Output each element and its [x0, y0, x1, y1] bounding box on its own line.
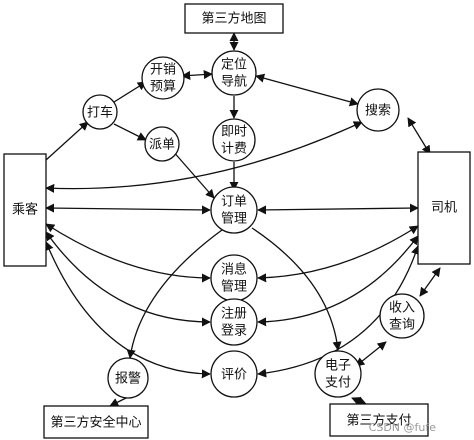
edge-msg-driver	[257, 225, 419, 283]
svg-text:查询: 查询	[389, 318, 415, 333]
node-dispatch: 派单	[144, 126, 180, 162]
edge-nav-search	[255, 73, 359, 107]
edge-order-driver	[257, 203, 419, 215]
svg-text:预算: 预算	[150, 80, 176, 95]
svg-text:报警: 报警	[115, 371, 141, 387]
edge-rate-driver	[257, 245, 420, 378]
node-alarm: 报警	[107, 357, 149, 399]
nodes: 第三方地图 乘客 司机 第三方安全中心 第三方支付 打车 开销 预算	[3, 3, 471, 439]
node-hail: 打车	[82, 94, 118, 130]
svg-text:派单: 派单	[149, 138, 175, 153]
svg-text:即时: 即时	[221, 125, 247, 140]
edge-epay-pay3	[351, 396, 367, 406]
edge-passenger-hail	[45, 121, 89, 161]
svg-text:第三方安全中心: 第三方安全中心	[50, 415, 141, 431]
svg-text:导航: 导航	[221, 74, 247, 90]
node-budget: 开销 预算	[141, 56, 185, 100]
node-navigation: 定位 导航	[211, 50, 257, 96]
edges	[44, 32, 441, 407]
svg-text:搜索: 搜索	[365, 104, 391, 119]
edge-order-epay	[251, 227, 342, 351]
edge-hail-budget	[113, 81, 147, 103]
svg-text:收入: 收入	[389, 301, 415, 316]
edge-passenger-rate	[44, 241, 211, 379]
edge-driver-income	[419, 267, 441, 297]
svg-text:第三方支付: 第三方支付	[346, 413, 411, 429]
svg-text:评价: 评价	[221, 368, 247, 383]
svg-text:计费: 计费	[221, 142, 247, 157]
svg-text:乘客: 乘客	[12, 202, 38, 218]
svg-text:管理: 管理	[221, 212, 247, 227]
node-third-party-payment: 第三方支付	[329, 403, 429, 437]
edge-income-epay	[355, 341, 387, 367]
node-third-party-safety-center: 第三方安全中心	[43, 405, 149, 439]
svg-text:登录: 登录	[221, 324, 247, 339]
svg-text:开销: 开销	[150, 63, 176, 78]
edge-passenger-search	[45, 121, 363, 193]
edge-budget-nav	[181, 70, 213, 80]
svg-text:第三方地图: 第三方地图	[201, 11, 266, 27]
svg-text:支付: 支付	[325, 376, 351, 391]
svg-text:订单: 订单	[221, 195, 247, 210]
node-billing: 即时 计费	[212, 118, 256, 162]
node-search: 搜索	[356, 88, 400, 132]
svg-text:管理: 管理	[221, 280, 247, 295]
edge-alarm-safety	[109, 397, 127, 407]
node-third-party-map: 第三方地图	[184, 3, 284, 34]
edge-passenger-order	[45, 203, 211, 215]
edge-passenger-msg	[45, 223, 211, 283]
node-order: 订单 管理	[210, 186, 258, 234]
node-register: 注册 登录	[210, 298, 258, 346]
edge-hail-dispatch	[113, 123, 147, 141]
edge-search-driver	[407, 117, 431, 155]
svg-text:消息: 消息	[221, 262, 247, 278]
node-epay: 电子 支付	[314, 350, 362, 398]
node-passenger: 乘客	[3, 153, 47, 267]
svg-text:打车: 打车	[87, 105, 113, 121]
edge-order-alarm	[126, 229, 223, 359]
node-message: 消息 管理	[210, 254, 258, 302]
svg-text:定位: 定位	[221, 58, 247, 73]
node-income: 收入 查询	[379, 293, 425, 339]
svg-text:司机: 司机	[431, 201, 457, 216]
node-driver: 司机	[417, 151, 471, 265]
node-rate: 评价	[210, 350, 258, 398]
watermark: CSDN @fufe	[369, 421, 437, 434]
svg-text:注册: 注册	[221, 307, 247, 322]
svg-text:电子: 电子	[325, 359, 351, 374]
